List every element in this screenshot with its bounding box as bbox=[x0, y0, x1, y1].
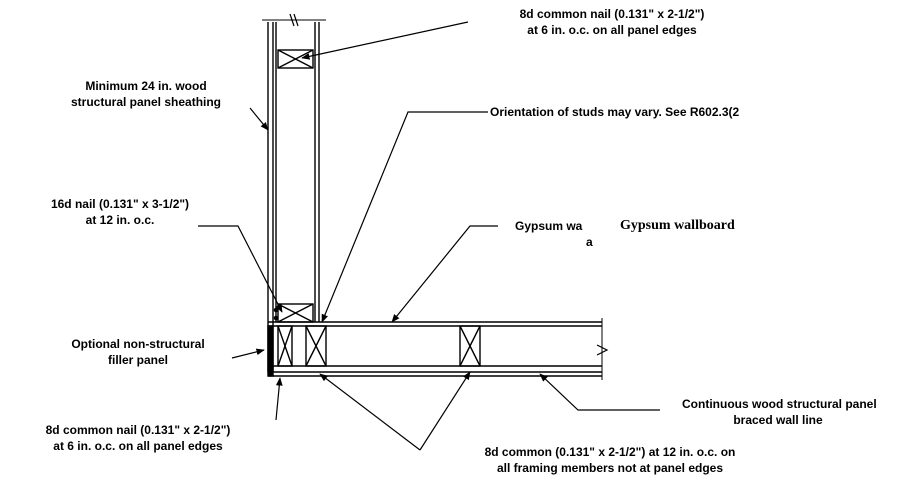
leader-field-2 bbox=[419, 371, 471, 451]
label-gypsum-partial-2: a bbox=[586, 235, 593, 249]
label-filler-1: Optional non-structural bbox=[71, 337, 204, 351]
leader-top-nail bbox=[301, 21, 469, 60]
leader-field-1 bbox=[319, 373, 421, 451]
leader-filler bbox=[231, 348, 265, 359]
leaders bbox=[198, 21, 660, 451]
label-filler-2: filler panel bbox=[108, 353, 168, 367]
label-16d-2: at 12 in. o.c. bbox=[86, 213, 155, 227]
label-bottom-nail-2: at 6 in. o.c. on all panel edges bbox=[53, 439, 223, 453]
label-bottom-nail-1: 8d common nail (0.131" x 2-1/2") bbox=[46, 423, 231, 437]
labels: 8d common nail (0.131" x 2-1/2") at 6 in… bbox=[46, 7, 877, 475]
label-top-nail-1: 8d common nail (0.131" x 2-1/2") bbox=[520, 7, 705, 21]
leader-studs bbox=[321, 111, 488, 323]
label-field-nail-1: 8d common (0.131" x 2-1/2") at 12 in. o.… bbox=[485, 445, 736, 459]
label-continuous-2: braced wall line bbox=[733, 413, 823, 427]
label-field-nail-2: all framing members not at panel edges bbox=[497, 461, 723, 475]
label-gypsum-overlay: Gypsum wallboard bbox=[620, 218, 735, 233]
leader-gypsum bbox=[391, 225, 498, 323]
leader-bottom-nail bbox=[275, 377, 283, 421]
label-sheathing-2: structural panel sheathing bbox=[71, 95, 221, 109]
label-top-nail-2: at 6 in. o.c. on all panel edges bbox=[527, 23, 697, 37]
label-sheathing-1: Minimum 24 in. wood bbox=[85, 79, 206, 93]
leader-continuous bbox=[539, 373, 660, 411]
label-studs: Orientation of studs may vary. See R602.… bbox=[490, 105, 740, 119]
leader-16d bbox=[198, 225, 283, 313]
vertical-wall bbox=[262, 13, 326, 372]
label-16d-1: 16d nail (0.131" x 3-1/2") bbox=[51, 197, 189, 211]
label-gypsum-partial-1: Gypsum wa bbox=[515, 219, 583, 233]
label-continuous-1: Continuous wood structural panel bbox=[682, 397, 877, 411]
leader-sheathing bbox=[249, 107, 269, 131]
